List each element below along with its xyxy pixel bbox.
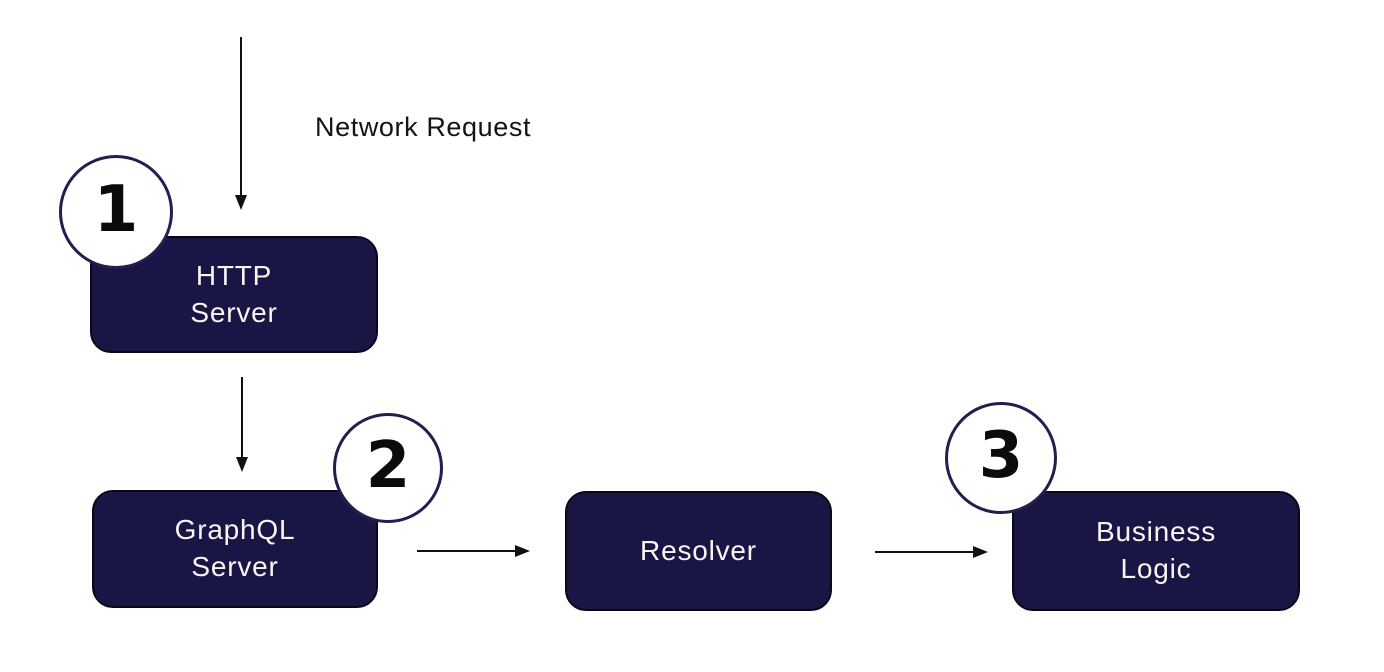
node-http-server-label: HTTP Server <box>190 259 278 328</box>
step-2-number: 2 <box>365 429 411 503</box>
node-resolver-label: Resolver <box>640 534 757 566</box>
node-graphql-server-label: GraphQL Server <box>174 514 296 582</box>
step-3-number: 3 <box>978 419 1024 493</box>
resolver-to-business-arrow-icon <box>875 546 988 558</box>
step-2-badge: 2 <box>333 413 443 523</box>
http-to-graphql-arrow-icon <box>236 377 248 472</box>
node-business-logic-label: Business Logic <box>1095 516 1216 584</box>
graphql-to-resolver-arrow-icon <box>417 545 530 557</box>
node-resolver: Resolver <box>565 491 832 611</box>
step-1-number: 1 <box>93 173 139 247</box>
node-graphql-server: GraphQL Server <box>92 490 378 608</box>
step-1-badge: 1 <box>59 155 173 269</box>
step-3-badge: 3 <box>945 402 1057 514</box>
network-request-label: Network Request <box>315 112 532 142</box>
node-business-logic: Business Logic <box>1012 491 1300 611</box>
network-request-arrow-icon <box>235 37 247 210</box>
